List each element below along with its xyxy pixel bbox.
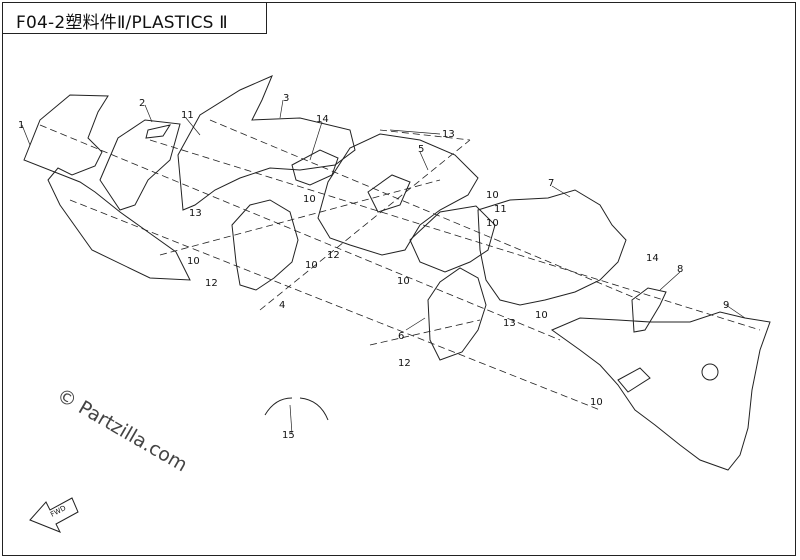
part-9-hole [701, 363, 719, 381]
callout-13: 13 [189, 208, 202, 219]
callout-10: 10 [303, 194, 316, 205]
callout-2: 2 [139, 98, 145, 109]
callout-11: 11 [181, 110, 194, 121]
title-box: F04-2塑料件Ⅱ/PLASTICS Ⅱ [2, 2, 267, 34]
callout-5: 5 [418, 144, 424, 155]
assembly-guide-lines [39, 119, 761, 411]
callout-9: 9 [723, 300, 729, 311]
part-15-trim-strip-right [299, 397, 329, 421]
part-3-upper-fairing [177, 75, 356, 211]
callout-10: 10 [305, 260, 318, 271]
callout-14: 14 [646, 253, 659, 264]
part-6-lower-inner-panel [427, 267, 487, 361]
callout-12: 12 [398, 358, 411, 369]
part-9-right-rear-fairing [550, 311, 771, 471]
part-2-side-cover [99, 119, 181, 211]
callout-4: 4 [279, 300, 285, 311]
diagram-title: F04-2塑料件Ⅱ/PLASTICS Ⅱ [16, 13, 228, 33]
callout-10: 10 [535, 310, 548, 321]
callout-14: 14 [316, 114, 329, 125]
callout-10: 10 [397, 276, 410, 287]
callout-12: 12 [205, 278, 218, 289]
callout-10: 10 [486, 218, 499, 229]
part-9-vent [617, 367, 651, 393]
part-15-trim-strip-left [264, 397, 293, 416]
part-5-mid-side-panel [317, 133, 479, 256]
callout-11: 11 [494, 204, 507, 215]
part-7-rear-panel [477, 189, 627, 306]
callout-labels: 1 2 11 3 14 13 5 7 10 13 10 10 12 4 10 1… [18, 93, 729, 441]
part-11-bracket [409, 205, 496, 273]
callout-13: 13 [503, 318, 516, 329]
part-5-cutout [367, 174, 411, 213]
callout-8: 8 [677, 264, 683, 275]
callout-15: 15 [282, 430, 295, 441]
fwd-arrow-badge: FWD [29, 497, 79, 533]
part-4-inner-panel [231, 199, 299, 291]
callout-7: 7 [548, 178, 554, 189]
callout-10: 10 [590, 397, 603, 408]
callout-10: 10 [187, 256, 200, 267]
part-1-left-front-fairing [23, 94, 191, 281]
callout-1: 1 [18, 120, 24, 131]
part-2-slot [145, 124, 172, 139]
part-8-trim-piece [631, 287, 667, 333]
callout-12: 12 [327, 250, 340, 261]
callout-leader-lines [21, 99, 746, 435]
callout-10: 10 [486, 190, 499, 201]
callout-3: 3 [283, 93, 289, 104]
callout-13: 13 [442, 129, 455, 140]
callout-6: 6 [398, 331, 404, 342]
